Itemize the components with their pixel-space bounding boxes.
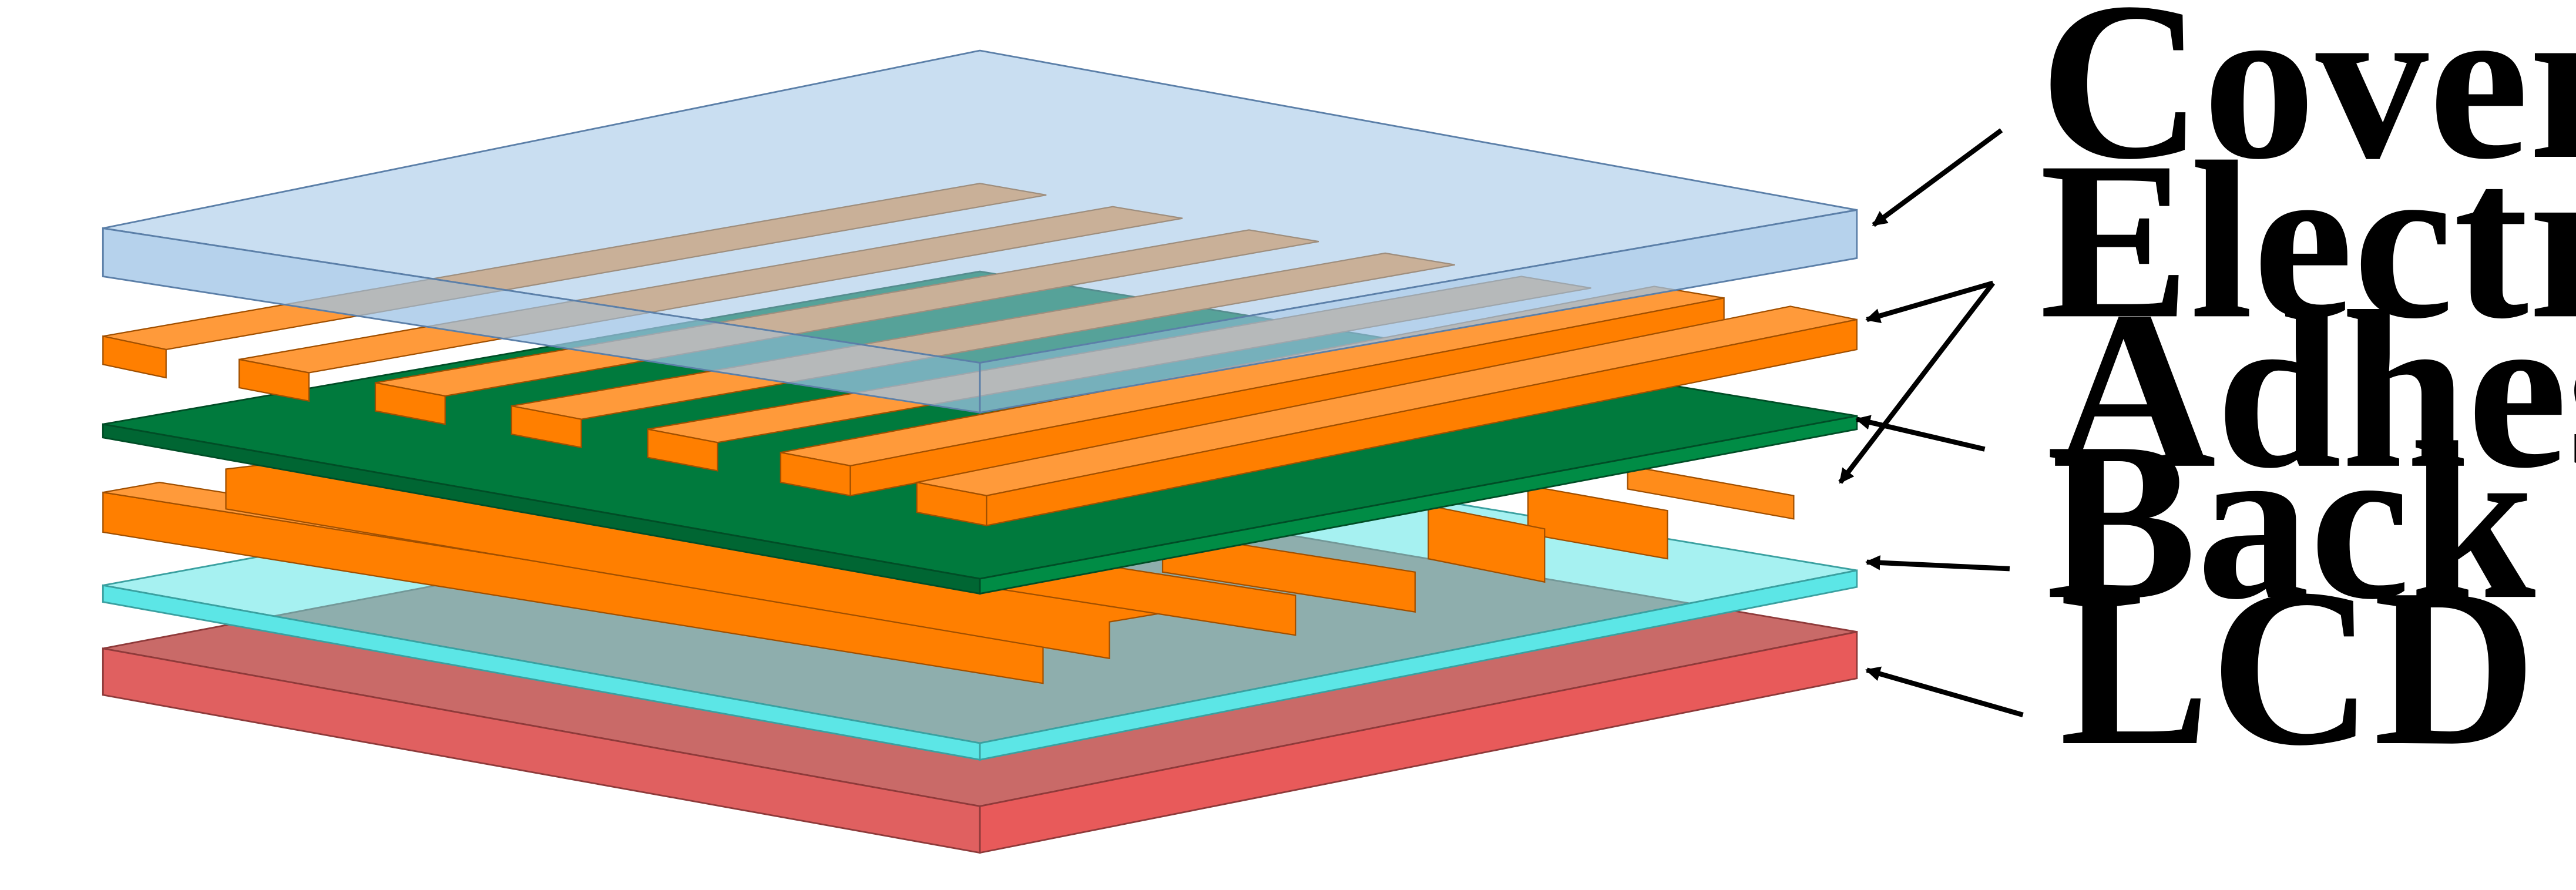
electrodes-arrow-upper bbox=[1865, 280, 1994, 323]
adhesive-arrow bbox=[1855, 415, 1986, 452]
lower-electrodes bbox=[102, 462, 1795, 684]
back-panel-label: Back panel bbox=[2046, 396, 2576, 646]
lower-electrode-bar bbox=[1428, 505, 1546, 583]
lower-electrode-bar bbox=[1527, 485, 1668, 560]
cover-lens-label: Cover lens bbox=[2040, 0, 2576, 206]
electrodes-arrow-lower bbox=[1838, 281, 1996, 484]
adhesive-label: Adhesive bbox=[2053, 265, 2576, 515]
electrodes-label: Electrodes bbox=[2040, 115, 2576, 365]
lcd-label: LCD bbox=[2060, 542, 2537, 792]
cover-lens-arrow bbox=[1872, 128, 2003, 227]
lower-electrode-bar bbox=[1627, 465, 1795, 520]
upper-electrode-bar bbox=[916, 305, 1858, 527]
lcd-arrow bbox=[1865, 666, 2024, 717]
back-panel-arrow bbox=[1865, 555, 2010, 572]
cover-lens-layer bbox=[102, 49, 1858, 414]
callout-arrows bbox=[1838, 128, 2024, 717]
